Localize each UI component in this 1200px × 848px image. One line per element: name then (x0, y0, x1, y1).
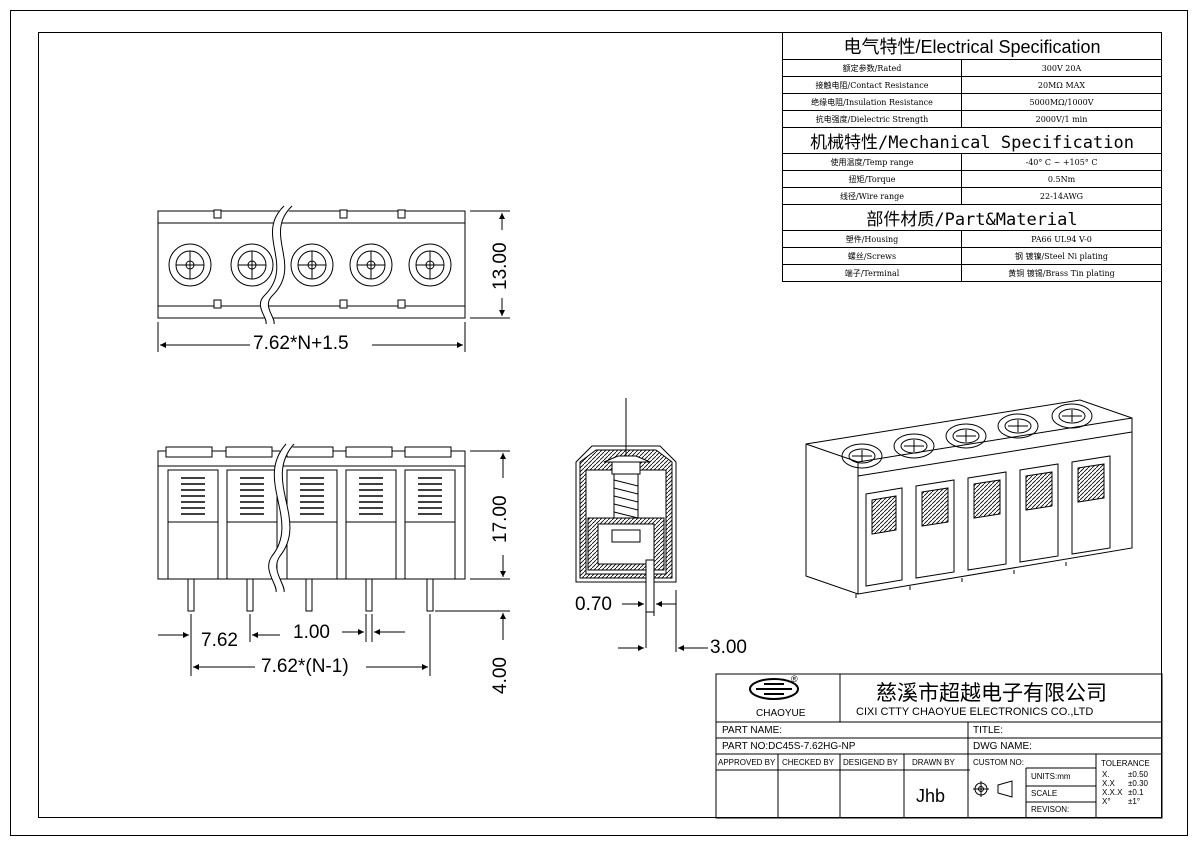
screw-heads-top (168, 243, 452, 287)
tolerance-table: X. ±0.50 X.X ±0.30 X.X.X ±0.1 X° ±1° (1102, 770, 1148, 806)
units-label: UNITS:mm (1031, 772, 1071, 781)
tol-value: ±1° (1128, 797, 1141, 806)
spec-row: 使用温度/Temp range-40° C ~ +105° C (782, 153, 1162, 171)
dim-top-width: 7.62*N+1.5 (253, 333, 349, 354)
tol-value: ±0.1 (1128, 788, 1144, 797)
drawing-sheet-border (10, 10, 1188, 836)
drawing-frame (38, 32, 1162, 818)
approved-by-label: APPROVED BY (718, 758, 776, 767)
tol-key: X.X.X (1102, 788, 1123, 797)
part-no-row: PART NO:DC45S-7.62HG-NP (722, 741, 855, 752)
dim-pitch: 7.62 (201, 630, 238, 651)
specification-table: 电气特性/Electrical Specification 额定参数/Rated… (782, 32, 1162, 282)
dim-span: 7.62*(N-1) (261, 656, 349, 677)
material-spec-title: 部件材质/Part&Material (782, 204, 1162, 231)
dim-front-height: 17.00 (490, 495, 511, 543)
brand-name: CHAOYUE (756, 708, 806, 719)
dwg-name-label: DWG NAME: (973, 741, 1032, 752)
drawn-by-value: Jhb (916, 786, 946, 806)
dim-pin-length: 4.00 (490, 657, 511, 694)
drawn-by-label: DRAWN BY (912, 758, 955, 767)
tolerance-row: X.X ±0.30 (1102, 779, 1148, 788)
scale-label: SCALE (1031, 789, 1058, 798)
spec-label: 端子/Terminal (782, 264, 962, 282)
title-label: TITLE: (973, 725, 1004, 736)
tolerance-row: X. ±0.50 (1102, 770, 1148, 779)
mechanical-spec-title: 机械特性/Mechanical Specification (782, 127, 1162, 154)
title-block-grid (715, 673, 1163, 819)
side-screw (613, 473, 639, 519)
dim-side-offset: 3.00 (710, 637, 747, 658)
part-no-label: PART NO: (722, 741, 769, 752)
iso-screw-heads (841, 403, 1093, 469)
top-view (157, 203, 510, 352)
dim-side-pin: 0.70 (575, 594, 612, 615)
tol-value: ±0.30 (1128, 779, 1148, 788)
screw-threads (181, 477, 442, 515)
designed-by-label: DESIGEND BY (843, 758, 898, 767)
isometric-view (805, 399, 1133, 598)
spec-value: 黄铜 镀锡/Brass Tin plating (961, 264, 1162, 282)
side-section-view (575, 398, 708, 652)
terminal-cells (167, 469, 456, 580)
checked-by-label: CHECKED BY (782, 758, 835, 767)
tol-value: ±0.50 (1128, 770, 1148, 779)
tolerance-label: TOLERANCE (1101, 759, 1150, 768)
iso-terminal-openings (865, 455, 1111, 587)
revision-label: REVISON: (1031, 805, 1070, 814)
tolerance-row: X° ±1° (1102, 797, 1148, 806)
pins (187, 578, 434, 612)
custom-no-label: CUSTOM NO: (973, 758, 1024, 767)
part-no-value: DC45S-7.62HG-NP (768, 741, 856, 752)
dim-pin-width: 1.00 (293, 622, 330, 643)
company-name-cn: 慈溪市超越电子有限公司 (876, 682, 1107, 705)
tol-key: X° (1102, 797, 1111, 806)
part-name-label: PART NAME: (722, 725, 783, 736)
tol-key: X.X (1102, 779, 1115, 788)
company-name-en: CIXI CTTY CHAOYUE ELECTRONICS CO.,LTD (856, 706, 1094, 718)
registered-mark: ® (791, 674, 798, 684)
tolerance-row: X.X.X ±0.1 (1102, 788, 1148, 797)
dim-top-height: 13.00 (490, 242, 511, 290)
tol-key: X. (1102, 770, 1110, 779)
front-view (157, 441, 510, 676)
electrical-spec-title: 电气特性/Electrical Specification (782, 32, 1162, 60)
